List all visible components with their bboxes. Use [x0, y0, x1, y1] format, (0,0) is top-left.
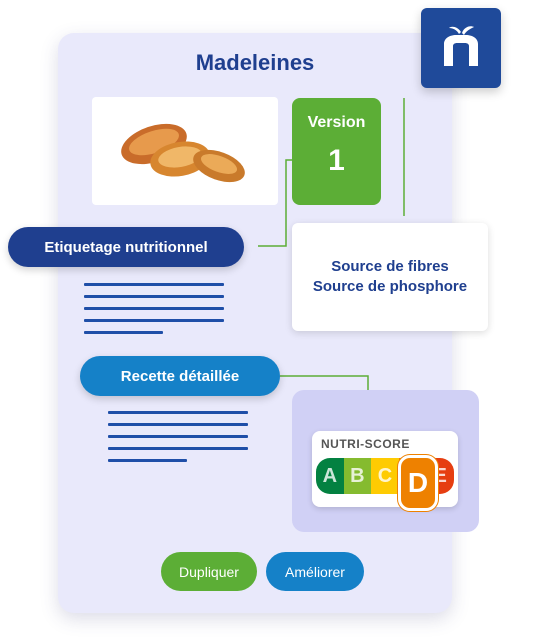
- claim-phosphore: Source de phosphore: [312, 278, 468, 295]
- connector-etiquetage: [258, 159, 292, 247]
- nutriscore-letter-a: A: [316, 458, 344, 494]
- recipe-pill[interactable]: Recette détaillée: [80, 356, 280, 396]
- madeleines-photo-icon: [121, 123, 245, 183]
- logo-icon: [444, 26, 478, 66]
- duplicate-button[interactable]: Dupliquer: [161, 552, 257, 591]
- version-label: Version: [307, 114, 366, 131]
- improve-button[interactable]: Améliorer: [266, 552, 364, 591]
- product-title: Madeleines: [195, 50, 315, 75]
- nutriscore-title: NUTRI-SCORE: [321, 437, 410, 451]
- nutriscore-active-letter: D: [398, 455, 438, 511]
- claim-fibres: Source de fibres: [331, 258, 449, 275]
- n-apple-logo-icon: [421, 8, 501, 88]
- nutriscore-letter-c: C: [371, 458, 399, 494]
- product-photo: [92, 97, 278, 205]
- version-number: 1: [328, 144, 345, 177]
- version-badge: Version 1: [292, 98, 381, 205]
- nutrition-label-pill[interactable]: Etiquetage nutritionnel: [8, 227, 244, 267]
- recipe-text-placeholder: [108, 411, 248, 471]
- nutrition-claims-box: Source de fibres Source de phosphore: [292, 223, 488, 331]
- nutriscore-letter-b: B: [343, 458, 372, 494]
- nutrition-text-placeholder: [84, 283, 224, 343]
